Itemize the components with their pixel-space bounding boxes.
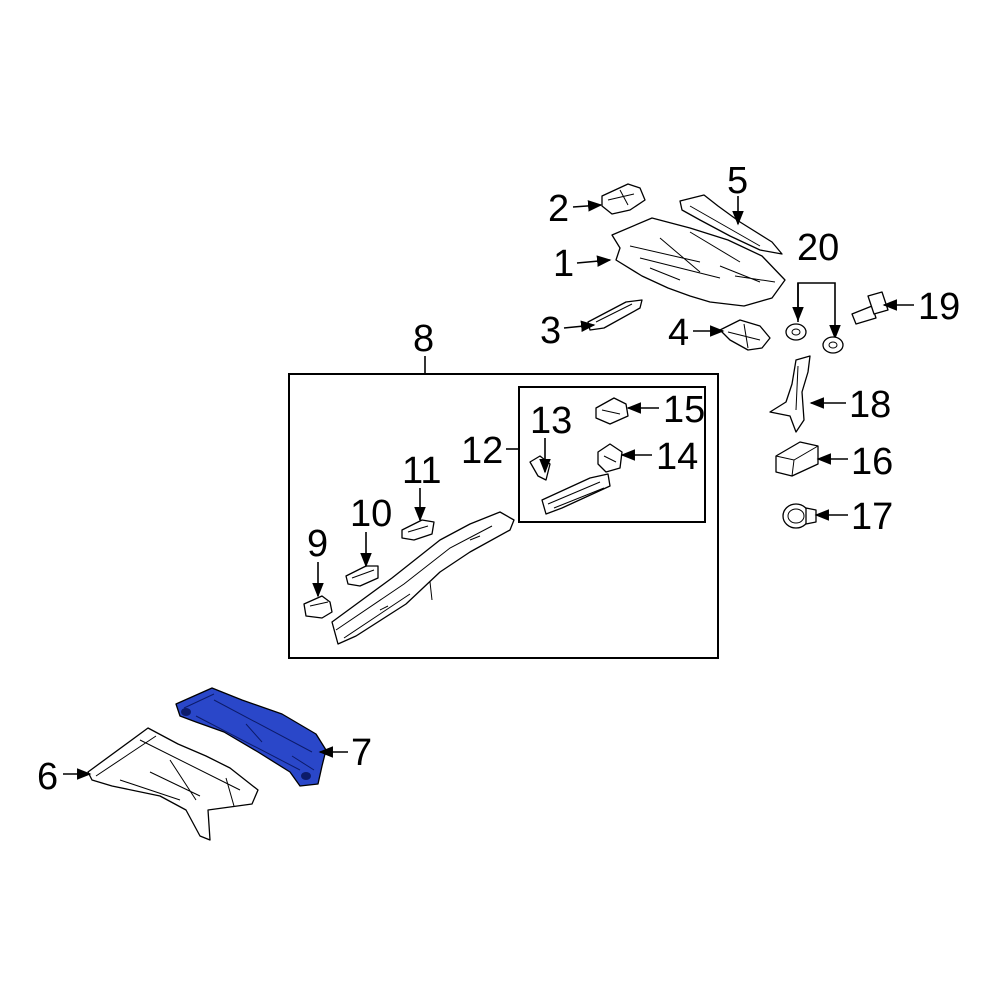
leader-2 [572,200,603,212]
part-10-bracket[interactable] [345,565,379,587]
callout-15[interactable]: 15 [663,389,705,431]
callout-12[interactable]: 12 [461,430,503,472]
callout-14[interactable]: 14 [656,436,698,478]
callout-6[interactable]: 6 [37,756,58,798]
leader-1 [576,255,612,267]
callout-13[interactable]: 13 [530,400,572,442]
callout-17[interactable]: 17 [851,496,893,538]
part-3-rail-bracket[interactable] [587,299,643,331]
callout-1[interactable]: 1 [553,243,574,285]
part-15-bracket[interactable] [595,397,629,425]
callout-2[interactable]: 2 [548,188,569,230]
assembly-box-8 [288,373,719,659]
part-1-floor-pan[interactable] [611,217,786,307]
part-19-bolt[interactable] [851,291,889,325]
callout-16[interactable]: 16 [851,441,893,483]
part-9-bracket[interactable] [303,595,333,619]
part-5-reinforcement[interactable] [679,194,783,255]
part-6-crossmember[interactable] [87,727,259,841]
callout-9[interactable]: 9 [307,523,328,565]
callout-8[interactable]: 8 [413,318,434,360]
callout-7[interactable]: 7 [351,732,372,774]
callout-3[interactable]: 3 [540,310,561,352]
part-11-bracket[interactable] [401,519,435,541]
callout-10[interactable]: 10 [350,493,392,535]
part-20-nut-a[interactable] [785,323,807,341]
part-20-nut-b[interactable] [822,336,844,354]
leader-3 [563,320,596,333]
callout-5[interactable]: 5 [727,160,748,202]
part-4-support-bracket[interactable] [719,319,771,351]
part-17-grommet[interactable] [782,503,817,529]
callout-4[interactable]: 4 [668,312,689,354]
part-8-rail[interactable] [331,511,515,645]
part-12-rail-section[interactable] [541,473,611,515]
callout-18[interactable]: 18 [849,384,891,426]
assembly-box-12 [518,386,706,523]
part-7-crossmember-highlighted[interactable] [175,687,327,787]
part-16-pad[interactable] [775,441,819,477]
part-14-bracket[interactable] [597,443,623,473]
callout-19[interactable]: 19 [918,286,960,328]
callout-11[interactable]: 11 [402,450,441,492]
callout-20[interactable]: 20 [797,227,839,269]
part-13-bracket[interactable] [529,455,551,481]
part-18-extension[interactable] [769,355,811,433]
part-2-bracket[interactable] [601,183,646,215]
